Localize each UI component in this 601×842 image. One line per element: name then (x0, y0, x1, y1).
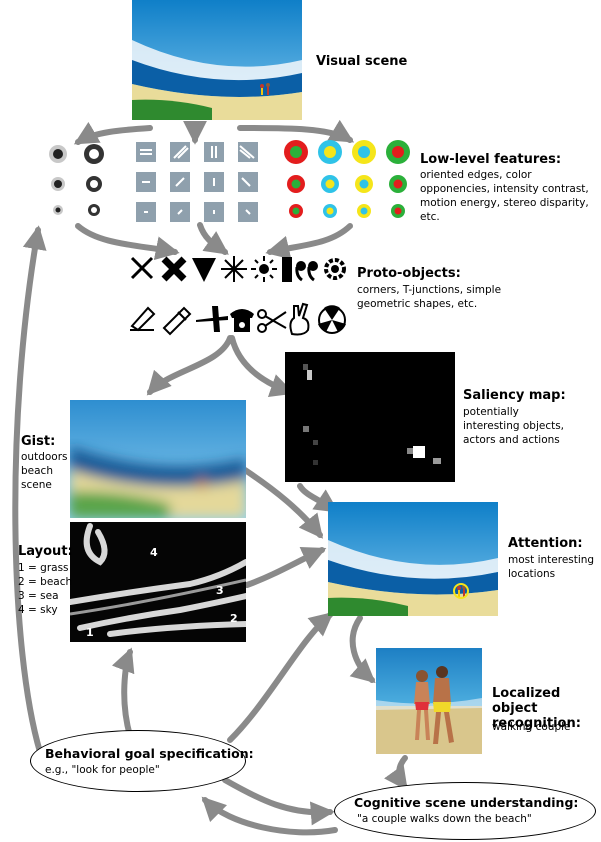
layout-image: 1 2 3 4 (70, 522, 246, 642)
cognitive-understanding-bubble (334, 782, 596, 840)
layout-title: Layout: (18, 544, 73, 559)
layout-item-4: 4 = sky (18, 604, 58, 616)
recognition-title: Localized object recognition: (492, 686, 581, 731)
layout-item-2: 2 = beach (18, 576, 73, 588)
layout-number-4: 4 (150, 546, 158, 559)
arrow-attention-to-recognition (349, 615, 376, 684)
arrow-proto-to-saliency (229, 335, 295, 397)
arrow-goal-to-features (12, 225, 47, 755)
arrow-left-to-proto (75, 223, 180, 261)
arrow-mid-to-proto (197, 222, 229, 255)
attention-title: Attention: (508, 536, 583, 551)
proto-objects-desc: corners, T-junctions, simple geometric s… (357, 284, 502, 310)
recognition-image (376, 648, 482, 754)
arrow-scene-to-right (237, 119, 355, 143)
layout-item-1: 1 = grass (18, 562, 69, 574)
intensity-feature-maps (42, 140, 112, 222)
saliency-title: Saliency map: (463, 388, 566, 403)
arrow-right-to-proto (265, 223, 353, 260)
saliency-desc: potentially interesting objects, actors … (463, 406, 565, 446)
gist-title: Gist: (21, 434, 56, 449)
saliency-map-image (285, 352, 455, 482)
behavioral-goal-desc: e.g., "look for people" (45, 764, 160, 776)
proto-object-symbols (128, 254, 350, 340)
proto-objects-title: Proto-objects: (357, 266, 461, 281)
low-level-desc: oriented edges, color opponencies, inten… (420, 169, 589, 223)
layout-number-1: 1 (86, 626, 94, 639)
visual-scene-image (132, 0, 302, 120)
recognition-desc: walking couple (492, 721, 571, 733)
behavioral-goal-title: Behavioral goal specification: (45, 746, 254, 761)
visual-scene-title: Visual scene (316, 54, 408, 69)
gist-image (70, 400, 246, 518)
cognitive-title: Cognitive scene understanding: (354, 795, 579, 810)
orientation-feature-maps (136, 142, 260, 226)
cognitive-desc: "a couple walks down the beach" (357, 813, 532, 825)
gist-desc: outdoors beach scene (21, 451, 68, 491)
attention-desc: most interesting locations (508, 554, 595, 580)
layout-number-3: 3 (216, 584, 224, 597)
attention-focus-circle (453, 583, 469, 599)
arrow-layout-to-attention (244, 547, 327, 588)
arrow-gist-to-attention (242, 467, 323, 539)
arrow-goal-to-cognitive (222, 777, 335, 826)
arrow-cognitive-to-goal (201, 796, 338, 836)
layout-item-3: 3 = sea (18, 590, 59, 602)
behavioral-goal-bubble (30, 730, 246, 792)
arrow-recognition-to-cognitive (384, 755, 408, 791)
arrow-proto-to-gist (146, 335, 233, 396)
arrow-goal-to-attention (227, 611, 334, 743)
attention-image (328, 502, 498, 616)
color-feature-maps (280, 138, 416, 226)
layout-number-2: 2 (230, 612, 238, 625)
arrow-scene-to-left (73, 121, 153, 145)
arrow-goal-to-layout (111, 647, 135, 739)
low-level-title: Low-level features: (420, 152, 562, 167)
